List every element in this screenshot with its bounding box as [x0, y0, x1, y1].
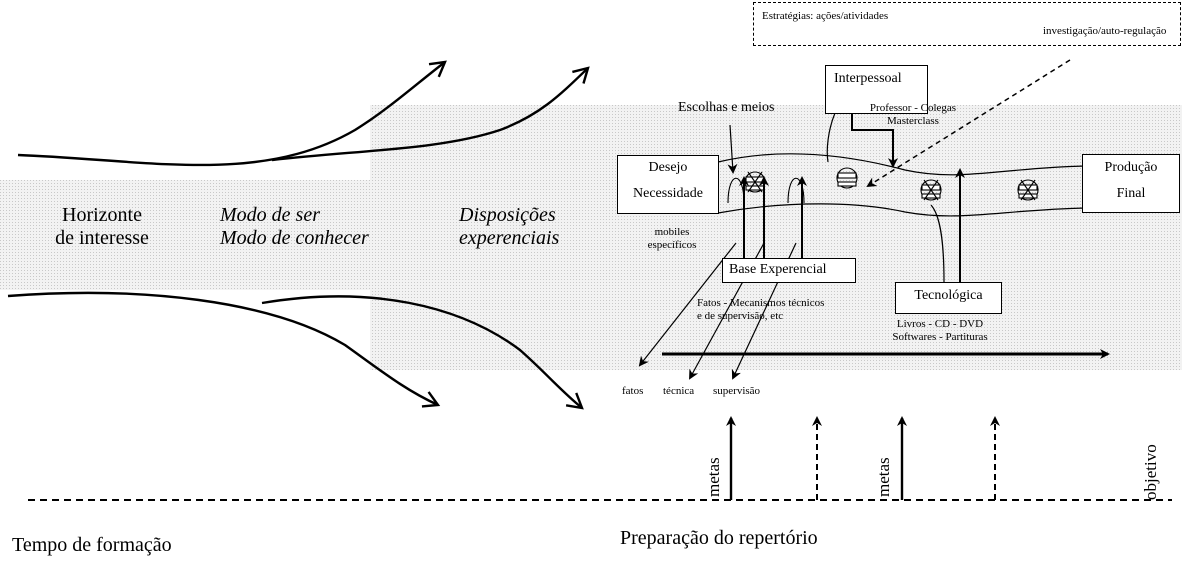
lower-flow-curve-2: [261, 295, 584, 410]
facts-line2: e de supervisão, etc: [697, 309, 784, 322]
repertoire-prep-label: Preparação do repertório: [620, 527, 818, 549]
books-line2: Softwares - Partituras: [892, 330, 988, 343]
mobiles-label: mobiles específicos: [632, 226, 712, 251]
technological-box: Tecnológica: [895, 282, 1002, 314]
experiential-base-box: Base Experencial: [722, 258, 856, 283]
technological-label: Tecnológica: [914, 288, 983, 303]
interpersonal-box: Interpessoal: [825, 65, 928, 114]
upper-flow-curve-2: [271, 66, 590, 162]
shaded-band-left: [0, 180, 370, 290]
strategies-dashed-arrow: [866, 59, 1071, 188]
production-box: Produção Final: [1082, 154, 1180, 213]
facts-line1: Fatos - Mecanismos técnicos: [697, 297, 825, 309]
masterclass-line: Masterclass: [887, 114, 939, 127]
choices-label: Escolhas e meios: [678, 100, 775, 115]
dispositions-line2: experenciais: [459, 227, 560, 249]
desire-line2: Necessidade: [633, 186, 703, 201]
fatos-label: fatos: [622, 385, 644, 397]
tube-top-edge: [717, 153, 1086, 176]
mode-line2: Modo de conhecer: [220, 227, 369, 249]
dispositions-line1: Disposições: [459, 204, 556, 226]
mobiles-line2: específicos: [647, 238, 697, 251]
mobiles-line1: mobiles: [654, 226, 690, 238]
horizon-line1: Horizonte: [62, 204, 142, 226]
horizon-text: Horizonte de interesse: [27, 204, 177, 250]
goal-label-2: metas: [874, 457, 893, 497]
interpersonal-connector-right: [851, 113, 898, 168]
production-line2: Final: [1116, 186, 1146, 201]
training-time-label: Tempo de formação: [12, 534, 172, 556]
strategies-line2: investigação/auto-regulação: [1043, 25, 1167, 37]
fatos-arrow: [638, 242, 737, 367]
facts-label: Fatos - Mecanismos técnicos e de supervi…: [697, 297, 824, 322]
strategies-box: Estratégias: ações/atividades investigaç…: [753, 2, 1181, 46]
loop-arc-2: [787, 177, 805, 204]
desire-line1: Desejo: [648, 160, 688, 175]
interpersonal-connector-left: [826, 112, 836, 163]
tube-device-3: [920, 179, 942, 201]
tube-device-4: [1017, 179, 1039, 201]
books-line1: Livros - CD - DVD: [896, 318, 984, 330]
shaded-band-right: [370, 105, 1182, 370]
objective-label: objetivo: [1141, 444, 1160, 500]
strategies-line1: Estratégias: ações/atividades: [762, 10, 889, 22]
choices-arrow: [727, 124, 738, 174]
goal-label-1: metas: [704, 457, 723, 497]
tecnica-label: técnica: [663, 385, 695, 397]
horizon-line2: de interesse: [55, 227, 149, 249]
interpersonal-label: Interpessoal: [834, 71, 902, 86]
dispositions-text: Disposições experenciais: [459, 204, 559, 250]
books-label: Livros - CD - DVD Softwares - Partituras: [868, 318, 1012, 343]
teacher-line1: Professor - Colegas: [869, 102, 957, 114]
desire-box: Desejo Necessidade: [617, 155, 719, 214]
tube-bottom-edge: [717, 203, 1086, 217]
upper-flow-curve-1: [17, 60, 447, 167]
supervisao-label: supervisão: [713, 385, 761, 397]
tube-device-2: [836, 167, 858, 189]
technological-connector-left: [930, 204, 945, 283]
experiential-base-label: Base Experencial: [729, 262, 827, 277]
lower-flow-curve-1: [7, 291, 441, 408]
production-line1: Produção: [1104, 160, 1158, 175]
mode-text: Modo de ser Modo de conhecer: [220, 204, 369, 250]
teacher-label: Professor - Colegas Masterclass: [850, 102, 976, 127]
mode-line1: Modo de ser: [220, 204, 320, 226]
